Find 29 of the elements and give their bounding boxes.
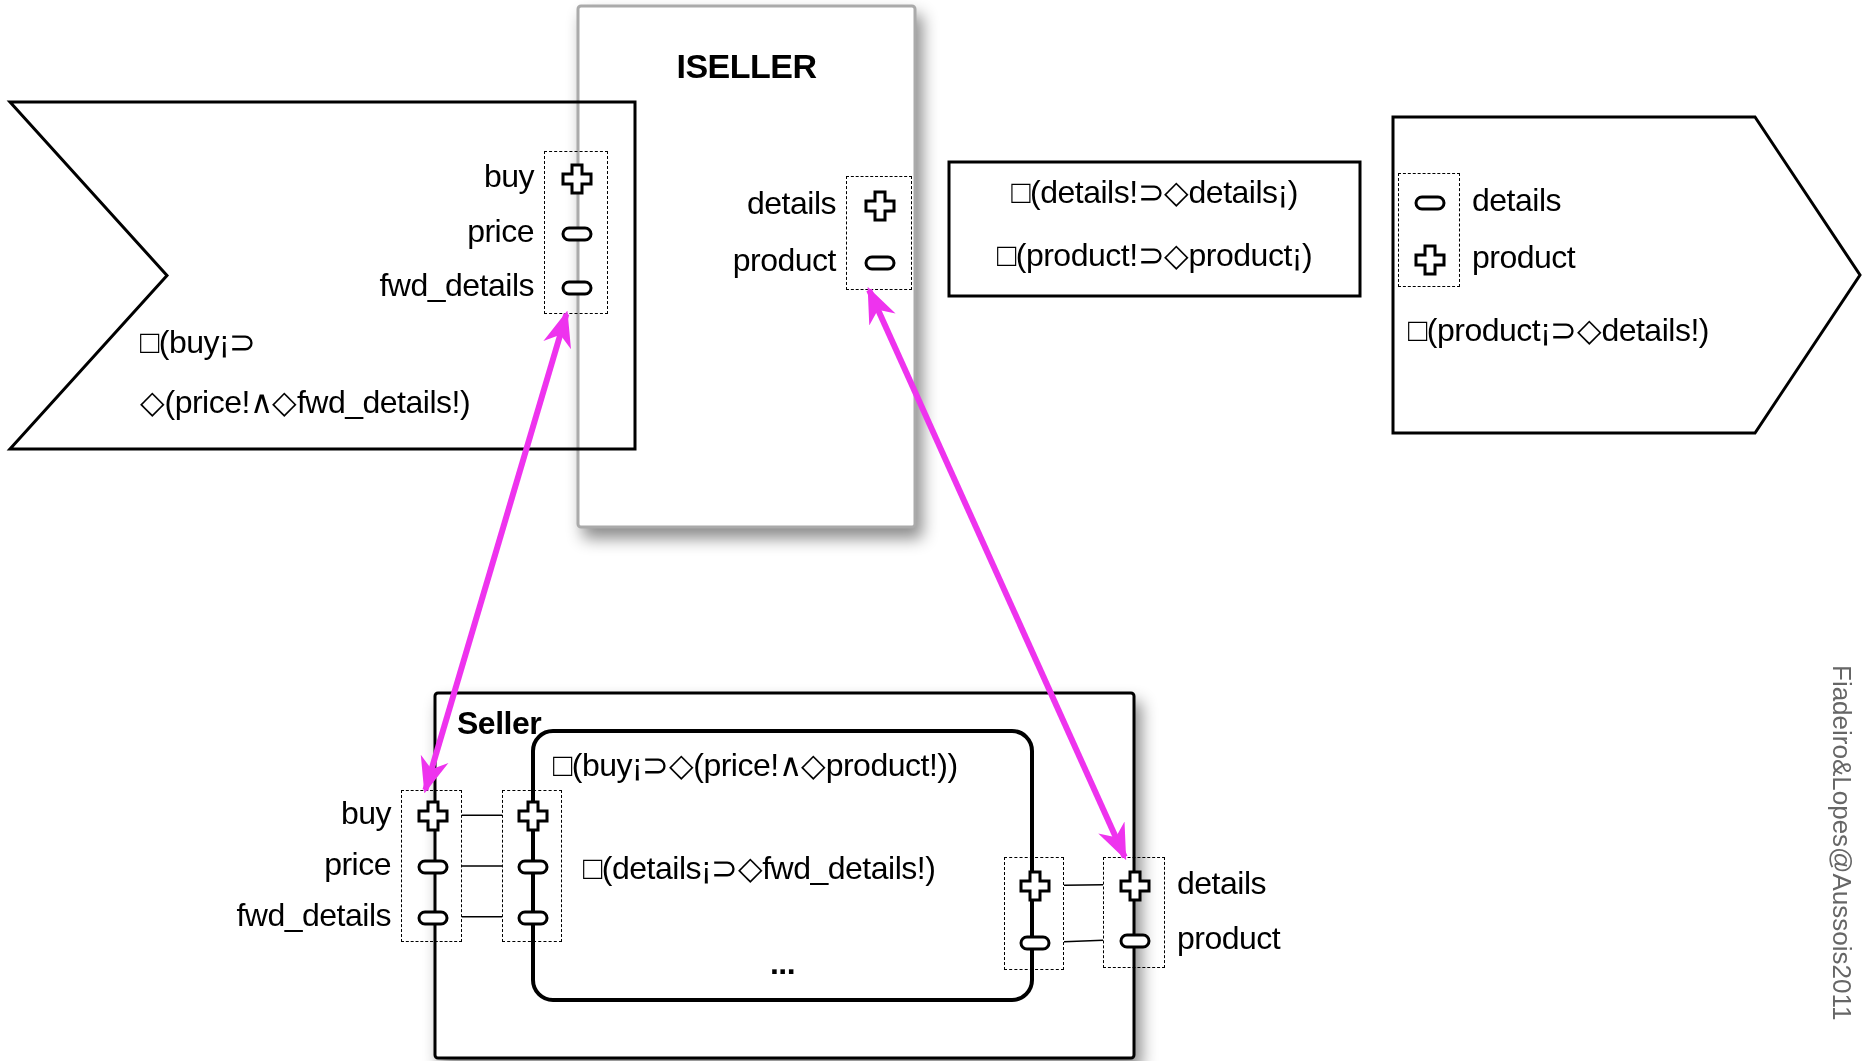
component-title: ISELLER: [675, 46, 818, 86]
port-link-line: [461, 865, 503, 867]
port-label: details: [1472, 180, 1561, 220]
port-label: buy: [482, 157, 534, 197]
formula-text: □(details¡⊃◇fwd_details!): [583, 849, 936, 888]
formula-text: □(product¡⊃◇details!): [1408, 311, 1709, 350]
port-link-line: [1063, 939, 1104, 943]
port-label: product: [731, 240, 836, 280]
formula-text: □(buy¡⊃ ◇(price!∧◇fwd_details!): [140, 323, 472, 422]
port-label: details: [1177, 863, 1266, 903]
port-label: fwd_details: [378, 265, 534, 305]
formula-text: □(buy¡⊃◇(price!∧◇product!)): [553, 746, 958, 785]
mapping-arrow: [866, 286, 1128, 861]
port-link-line: [1063, 884, 1104, 886]
credit-text: Fiadeiro&Lopes@Aussois2011: [1826, 665, 1857, 1021]
port-label: price: [323, 845, 391, 884]
port-label: price: [466, 211, 534, 251]
mapping-arrow: [420, 310, 571, 794]
port-label: fwd_details: [235, 895, 391, 935]
port-link-line: [461, 915, 503, 918]
component-title: Seller: [457, 704, 542, 743]
formula-text: □(details!⊃◇details¡): [1010, 173, 1299, 212]
port-label: product: [1177, 919, 1281, 959]
formula-text: □(product!⊃◇product¡): [995, 236, 1314, 275]
port-label: product: [1472, 237, 1576, 277]
formula-text: ...: [768, 944, 797, 983]
port-link-line: [461, 814, 503, 817]
port-label: buy: [339, 794, 391, 834]
port-label: details: [746, 183, 836, 223]
